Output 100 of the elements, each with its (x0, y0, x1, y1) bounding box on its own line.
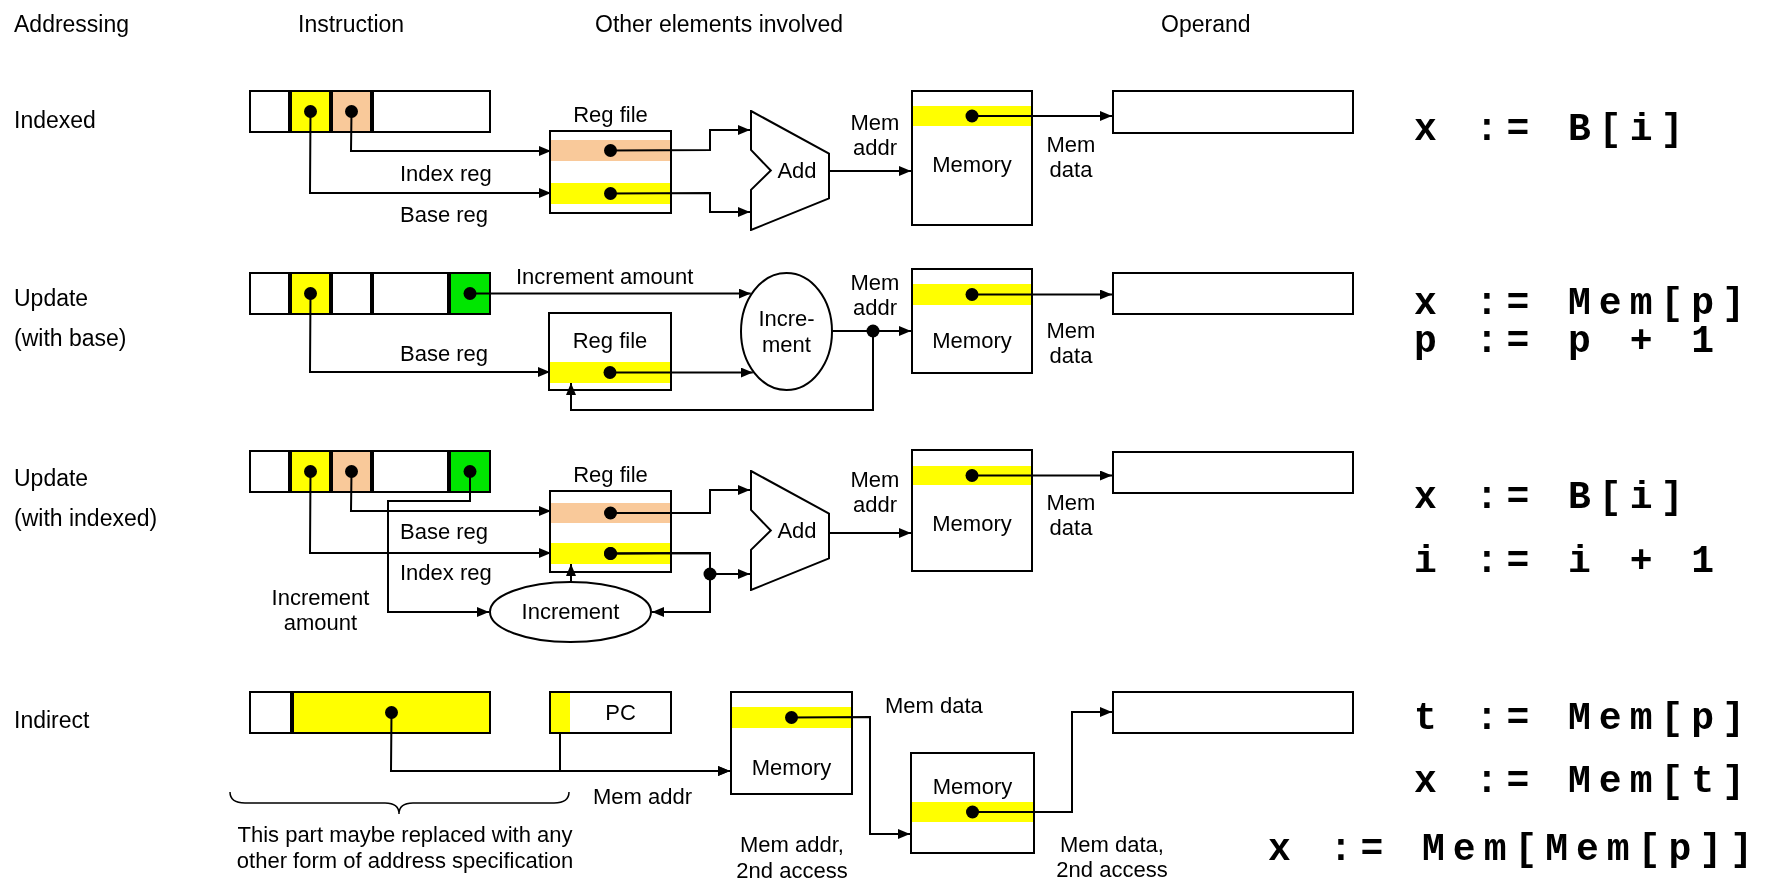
operand-box (1112, 691, 1354, 734)
instruction-field (449, 272, 491, 315)
arrow (604, 485, 751, 520)
instruction-field (331, 272, 372, 315)
arrow (785, 711, 911, 839)
register-file-box (548, 312, 672, 391)
edge-label: Mem data (1045, 490, 1097, 540)
edge-label: Increment amount (270, 585, 371, 635)
operand-box (1112, 451, 1354, 494)
edge-label: Mem data (1045, 132, 1097, 182)
instruction-field (449, 450, 491, 493)
instruction-field (372, 272, 449, 315)
register-file-label: Reg file (572, 328, 648, 354)
column-heading: Operand (1161, 10, 1251, 38)
edge-label: Index reg (400, 560, 492, 585)
row-label: Indirect (14, 706, 90, 735)
arrow (965, 109, 1113, 123)
edge-label: Mem addr (593, 784, 693, 809)
operand-box (1112, 272, 1354, 315)
memory-label: Memory (751, 755, 832, 781)
arrow (604, 125, 751, 157)
instruction-field (331, 450, 372, 493)
edge-label: Index reg (400, 161, 492, 186)
assignment-statement: x := B[i] (1414, 111, 1692, 149)
edge-label: Mem addr (849, 110, 901, 160)
arrow (345, 465, 552, 516)
arrow (559, 731, 731, 776)
memory-box (910, 752, 1035, 854)
memory-box (911, 449, 1033, 572)
assignment-statement: p := p + 1 (1414, 323, 1723, 361)
adder-label: Add (777, 517, 817, 544)
arrow (387, 465, 490, 617)
instruction-field (292, 691, 491, 734)
assignment-statement: i := i + 1 (1414, 543, 1723, 581)
arrow (603, 366, 754, 379)
operand-box (1112, 90, 1354, 134)
register-entry (551, 543, 670, 564)
register-file-label: Reg file (573, 462, 648, 488)
register-entry (550, 362, 670, 383)
register-entry (913, 106, 1031, 126)
instruction-field (290, 90, 331, 133)
instruction-field (290, 450, 331, 493)
assignment-statement: x := Mem[p] (1414, 285, 1753, 323)
register-entry (913, 284, 1031, 305)
memory-box (911, 268, 1033, 374)
arrow (966, 707, 1113, 819)
assignment-statement: x := Mem[t] (1414, 763, 1753, 801)
register-entry (732, 707, 851, 728)
note-text: Mem addr, 2nd access (735, 832, 849, 884)
arrow (829, 528, 912, 538)
register-entry (551, 693, 570, 732)
memory-box (911, 90, 1033, 226)
row-label: Update (with indexed) (14, 464, 158, 533)
assignment-statement: x := B[i] (1414, 479, 1692, 517)
arrow (965, 288, 1113, 301)
arrow (345, 105, 552, 156)
assignment-statement: x := Mem[Mem[p]] (1268, 831, 1761, 869)
row-label: Update (with base) (14, 284, 127, 353)
instruction-field (331, 90, 372, 133)
increment-label: Increment (521, 599, 620, 625)
column-heading: Instruction (298, 10, 405, 38)
edge-label: Mem data (885, 693, 983, 718)
arrow (566, 563, 576, 582)
increment-label: Incre- ment (757, 305, 816, 358)
arrow (604, 187, 751, 217)
adder-label: Add (777, 157, 817, 184)
edge-label: Mem addr (849, 270, 901, 320)
memory-label: Memory (932, 328, 1012, 354)
instruction-field (372, 450, 449, 493)
note-text: This part maybe replaced with any other form of address specification (235, 822, 575, 874)
assignment-statement: t := Mem[p] (1414, 700, 1753, 738)
memory-label: Memory (932, 774, 1013, 800)
row-label: Indexed (14, 106, 96, 135)
arrow (304, 105, 552, 198)
instruction-field (290, 272, 331, 315)
program-counter-box (549, 691, 672, 734)
memory-label: Memory (932, 152, 1012, 178)
memory-label: Memory (932, 511, 1012, 537)
arrow (304, 287, 551, 377)
program-counter-label: PC (605, 699, 636, 726)
memory-box (730, 691, 853, 795)
column-heading: Addressing (14, 10, 130, 38)
edge-label: Mem addr (849, 467, 901, 517)
edge-label: Base reg (400, 202, 489, 227)
register-entry (912, 802, 1033, 822)
arrow (304, 465, 552, 558)
arrow (829, 166, 912, 176)
arrow (604, 547, 711, 617)
edge-label: Base reg (400, 341, 489, 366)
register-entry (551, 183, 670, 204)
column-heading: Other elements involved (595, 10, 843, 38)
edge-label: Base reg (400, 519, 489, 544)
edge-label: Mem data (1045, 318, 1097, 368)
edge-label: Mem data, 2nd access (1055, 832, 1169, 882)
register-file-label: Reg file (573, 102, 648, 128)
register-entry (551, 140, 670, 161)
register-entry (913, 466, 1031, 485)
arrow (463, 287, 752, 300)
arrow (965, 469, 1113, 482)
register-entry (551, 503, 670, 523)
